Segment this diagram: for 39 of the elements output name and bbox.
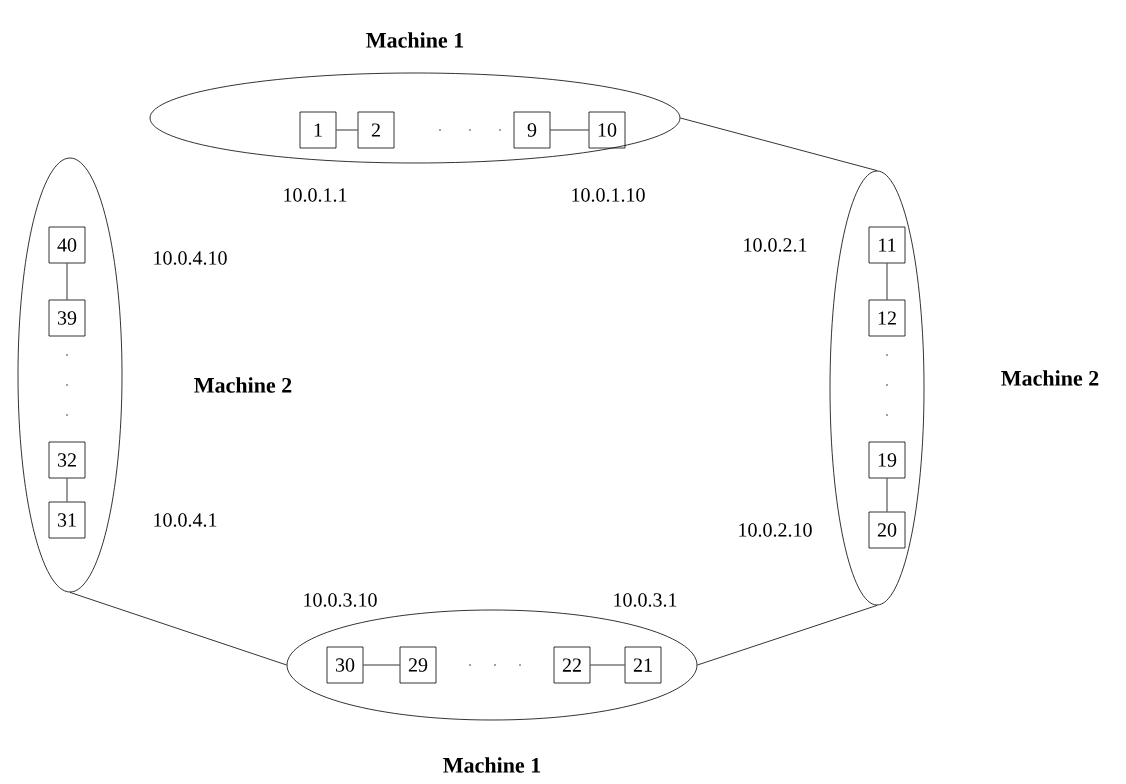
connector-line [697, 605, 878, 666]
node-box: 2 [357, 111, 395, 149]
connector-line [550, 129, 589, 131]
connector-line [886, 478, 888, 512]
ip-address: 10.0.1.1 [284, 188, 347, 202]
node-label: Machine 1 [443, 757, 541, 773]
connector-line [66, 478, 68, 502]
node-box: 39 [48, 299, 86, 337]
node-box: 11 [868, 226, 906, 264]
node-box: 29 [399, 646, 437, 684]
node-box: 31 [48, 501, 86, 539]
connector-line [66, 263, 68, 300]
node-box: 22 [553, 646, 591, 684]
node-box: 20 [868, 511, 906, 549]
node-box: 19 [868, 441, 906, 479]
node-box: 9 [513, 111, 551, 149]
node-label: Machine 1 [366, 32, 464, 48]
ip-address: 10.0.4.10 [154, 251, 227, 265]
ip-address: 10.0.3.10 [304, 593, 377, 607]
node-box: 1 [299, 111, 337, 149]
connector-line [886, 263, 888, 300]
node-box: 40 [48, 226, 86, 264]
connector-line [336, 129, 358, 131]
node-box: 32 [48, 441, 86, 479]
node-box: 21 [624, 646, 662, 684]
ip-address: 10.0.1.10 [572, 188, 645, 202]
ip-address: 10.0.4.1 [154, 513, 217, 527]
connector-line [69, 592, 287, 666]
node-box: 10 [588, 111, 626, 149]
node-label: Machine 2 [1001, 370, 1099, 386]
node-box: 30 [326, 646, 364, 684]
connector-line [590, 664, 625, 666]
connector-line [363, 664, 400, 666]
ip-address: 10.0.3.1 [614, 593, 677, 607]
ip-address: 10.0.2.10 [739, 523, 812, 537]
node-box: 12 [868, 299, 906, 337]
connector-line [680, 117, 878, 171]
ip-address: 10.0.2.1 [744, 238, 807, 252]
node-label: Machine 2 [194, 377, 292, 393]
